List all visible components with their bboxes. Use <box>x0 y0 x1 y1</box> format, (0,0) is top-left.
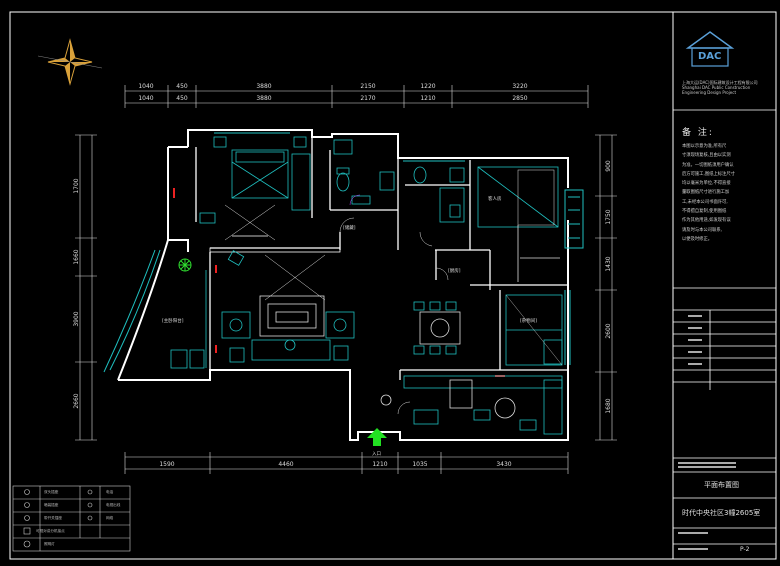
dim-top-1: 450 <box>176 83 188 90</box>
dim-right-1: 1750 <box>605 209 612 224</box>
dimension-lines-bottom <box>124 452 569 474</box>
dim-bottom-0: 1590 <box>159 461 174 468</box>
dim-top-inner-1: 450 <box>176 95 188 102</box>
room-label-storage2: [杂物间] <box>520 317 537 324</box>
dim-top-2: 3880 <box>256 83 271 90</box>
room-label-storage: [储藏] <box>343 224 356 231</box>
dim-top-3: 2150 <box>360 83 375 90</box>
dim-left-0: 1700 <box>73 178 80 193</box>
legend-label-right-2: 电视出线 <box>106 503 121 507</box>
balcony-fixtures <box>170 270 207 369</box>
dim-bottom-3: 1035 <box>412 461 427 468</box>
legend-label-1: 双头插座 <box>44 490 59 494</box>
dim-left-3: 2660 <box>73 393 80 408</box>
dim-top-inner-0: 1040 <box>138 95 153 102</box>
dimension-text-right: 900 1750 1430 2600 1680 <box>605 160 612 414</box>
legend-label-5: 照明灯 <box>44 542 55 546</box>
dimension-text-bottom: 1590 4460 1210 1035 3430 <box>159 461 511 468</box>
door-marks-red <box>173 188 505 377</box>
notes-title: 备 注: <box>682 128 714 138</box>
company-name: 上海大运(DAC)国际建筑设计工程有限公司 Shanghai DAC Publi… <box>682 80 758 95</box>
drawing-name: 平面布置图 <box>704 481 739 489</box>
dimension-text-top: 1040 450 3880 2150 1220 3220 <box>138 83 527 90</box>
legend-label-right-3: 网络 <box>106 516 114 520</box>
dimension-lines-left <box>75 134 97 441</box>
legend-label-4: 可视对讲分机接点 <box>36 529 65 533</box>
bathroom-fixtures <box>333 139 465 223</box>
second-bedroom-furniture <box>477 166 560 282</box>
dimension-lines-top <box>124 85 589 108</box>
company-logo-icon <box>685 31 735 67</box>
dim-bottom-2: 1210 <box>372 461 387 468</box>
dim-top-inner-3: 2170 <box>360 95 375 102</box>
storage-room-fixtures <box>505 294 563 366</box>
project-name: 时代中央社区3幢2605室 <box>682 509 761 517</box>
dimension-text-left: 1700 1660 3900 2660 <box>73 178 80 408</box>
sheet-number: P-2 <box>740 546 750 553</box>
dimension-lines-right <box>595 134 617 441</box>
room-label-balcony: [主卧阳台] <box>162 317 184 324</box>
legend-symbols <box>23 489 93 548</box>
room-labels: [储藏] [主卧阳台] 客人房 [厨房] [杂物间] <box>162 195 537 324</box>
dim-bottom-4: 3430 <box>496 461 511 468</box>
kitchen-fixtures <box>380 375 563 435</box>
living-room-furniture <box>209 247 355 363</box>
dim-top-5: 3220 <box>512 83 527 90</box>
entrance-label: 入口 <box>372 451 381 457</box>
dim-top-inner-2: 3880 <box>256 95 271 102</box>
legend-label-3: 带开关插座 <box>44 516 62 520</box>
dim-top-0: 1040 <box>138 83 153 90</box>
legend-label-2: 暗装插座 <box>44 503 59 507</box>
legend-table <box>12 485 131 552</box>
door-swings <box>339 194 449 415</box>
armchair-icon <box>227 250 245 266</box>
sheet-border <box>9 11 777 560</box>
master-bedroom-furniture <box>199 136 311 241</box>
dim-bottom-1: 4460 <box>278 461 293 468</box>
notes-body: 本图以示意为准,所有尺 寸须现场复核,且由以实测 为准。一切图纸须用户确认 后方… <box>682 144 735 242</box>
dimension-text-top-inner: 1040 450 3880 2170 1210 2850 <box>138 95 527 102</box>
dim-right-0: 900 <box>605 160 612 172</box>
room-label-second-bedroom: 客人房 <box>488 195 502 202</box>
dim-top-inner-4: 1210 <box>420 95 435 102</box>
dim-left-1: 1660 <box>73 249 80 264</box>
exterior-walls <box>103 129 569 441</box>
plant-icon <box>178 258 192 272</box>
dim-right-2: 1430 <box>605 256 612 271</box>
windows <box>214 132 584 365</box>
title-block-fills <box>678 315 736 550</box>
living-room-crosses <box>264 254 326 301</box>
title-block-lines <box>673 109 776 545</box>
dim-right-3: 2600 <box>605 323 612 338</box>
room-label-kitchen: [厨房] <box>448 267 461 274</box>
legend-label-right-1: 电话 <box>106 490 114 494</box>
dim-top-inner-5: 2850 <box>512 95 527 102</box>
dim-left-2: 3900 <box>73 311 80 326</box>
dining-furniture <box>413 301 461 355</box>
north-arrow-icon <box>37 38 103 86</box>
company-logo-text: DAC <box>698 51 722 62</box>
entrance-arrow-icon <box>367 428 387 446</box>
dim-top-4: 1220 <box>420 83 435 90</box>
dim-right-4: 1680 <box>605 398 612 413</box>
